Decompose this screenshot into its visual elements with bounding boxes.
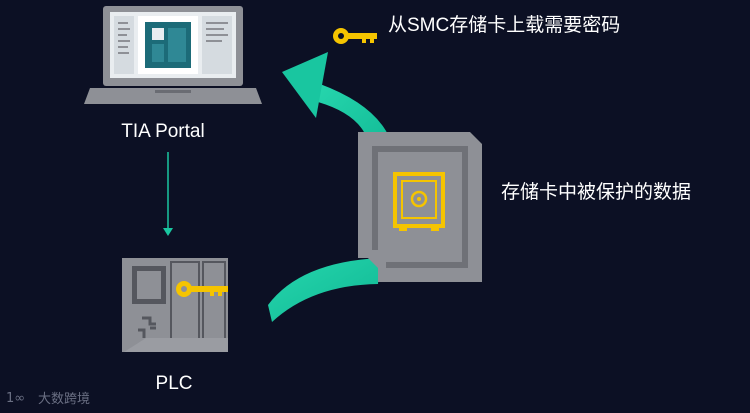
key-icon [333,28,377,44]
plc-icon [122,258,228,352]
protected-data-note: 存储卡中被保护的数据 [501,181,691,203]
watermark-logo-icon: 1∞ [6,391,25,406]
watermark-text: 大数跨境 [38,392,90,407]
download-arrow [163,152,173,236]
laptop-label: TIA Portal [121,121,204,142]
plc-label: PLC [156,373,193,394]
card-to-plc-arc [268,258,380,322]
upload-password-note: 从SMC存储卡上载需要密码 [388,14,620,36]
watermark: 1∞ 大数跨境 [6,391,90,407]
safe-icon [393,172,445,231]
laptop-icon [84,6,262,104]
key-icon [176,281,228,297]
